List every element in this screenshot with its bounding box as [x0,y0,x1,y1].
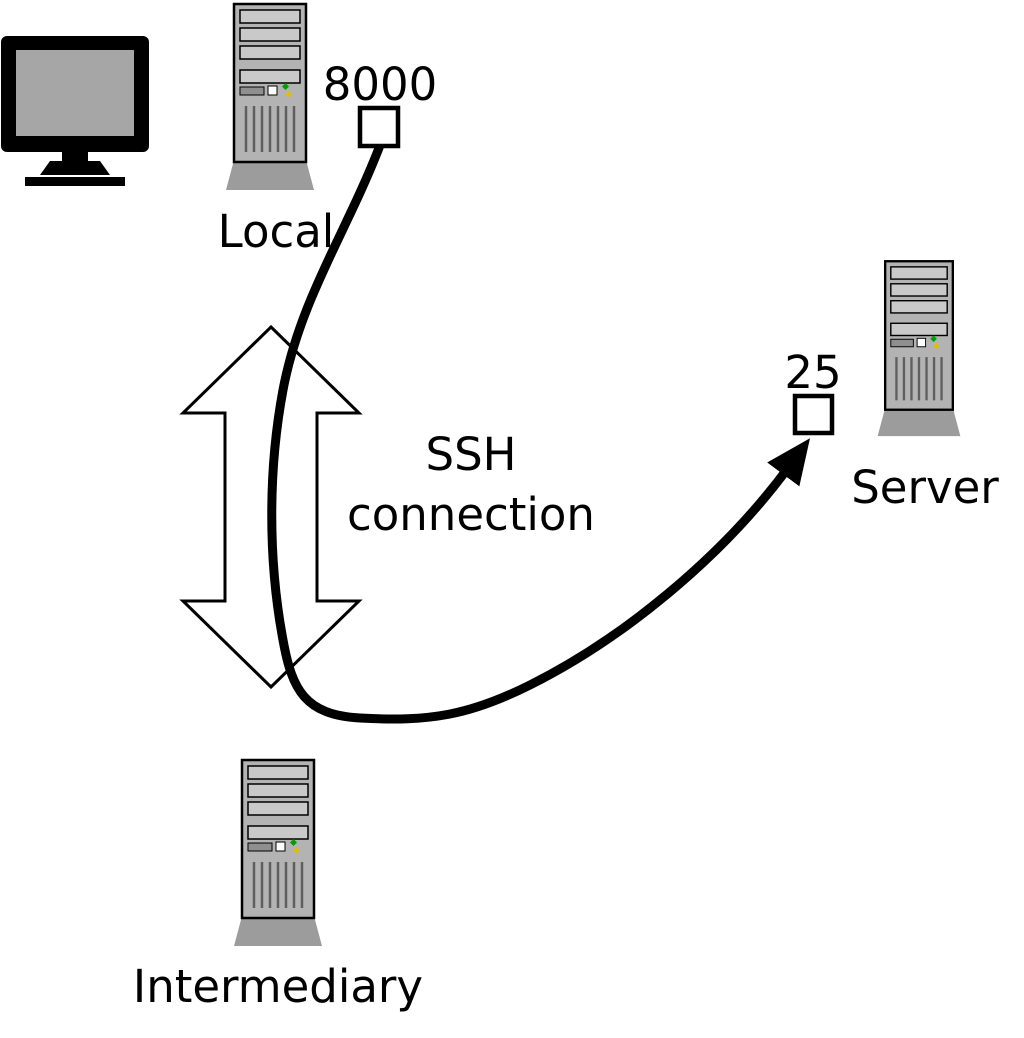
monitor-icon [0,35,150,188]
server-label: Server [851,461,999,514]
intermediary-label: Intermediary [133,960,423,1013]
local-port-label: 8000 [323,58,438,111]
intermediary-computer-icon [232,758,324,948]
local-computer-icon [224,2,316,192]
ssh-connection-label-line2: connection [347,488,595,541]
local-port-box [357,105,401,149]
server-port-box [792,393,835,436]
ssh-connection-label-line1: SSH [426,428,517,481]
server-computer-icon [876,259,962,438]
local-label: Local [218,205,335,258]
tunnel-cable [267,143,811,724]
server-port-label: 25 [784,346,841,399]
